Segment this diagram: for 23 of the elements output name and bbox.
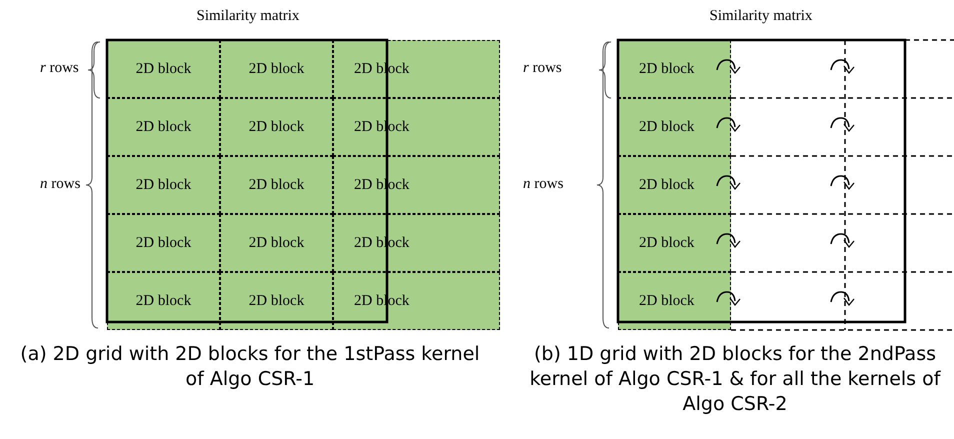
row-count-label: n rows: [40, 176, 80, 193]
panel-title: Similarity matrix: [710, 8, 812, 25]
row-count-label: n rows: [523, 176, 564, 193]
panel-title: Similarity matrix: [196, 8, 300, 25]
figure-caption: (b) 1D grid with 2D blocks for the 2ndPass kernel of Algo CSR-1 & for all the kernels of Algo CSR-2: [528, 342, 942, 417]
matrix-block: 2D block: [107, 214, 220, 272]
matrix-block: 2D block: [107, 272, 220, 330]
matrix-block: 2D block: [618, 40, 731, 98]
matrix-block: 2D block: [220, 272, 333, 330]
matrix-block: 2D block: [618, 98, 731, 156]
matrix-block: 2D block: [220, 40, 333, 98]
matrix-block: 2D block: [618, 272, 731, 330]
row-count-label: r rows: [523, 60, 562, 77]
matrix-block: 2D block: [618, 156, 731, 214]
matrix-block: 2D block: [220, 156, 333, 214]
matrix-block: 2D block: [220, 214, 333, 272]
matrix-block: 2D block: [220, 98, 333, 156]
row-count-label: r rows: [40, 60, 79, 77]
matrix-block: 2D block: [107, 156, 220, 214]
matrix-block: 2D block: [107, 40, 220, 98]
matrix-block: 2D block: [618, 214, 731, 272]
matrix-block: 2D block: [107, 98, 220, 156]
figure-caption: (a) 2D grid with 2D blocks for the 1stPass kernel of Algo CSR-1: [20, 342, 480, 392]
